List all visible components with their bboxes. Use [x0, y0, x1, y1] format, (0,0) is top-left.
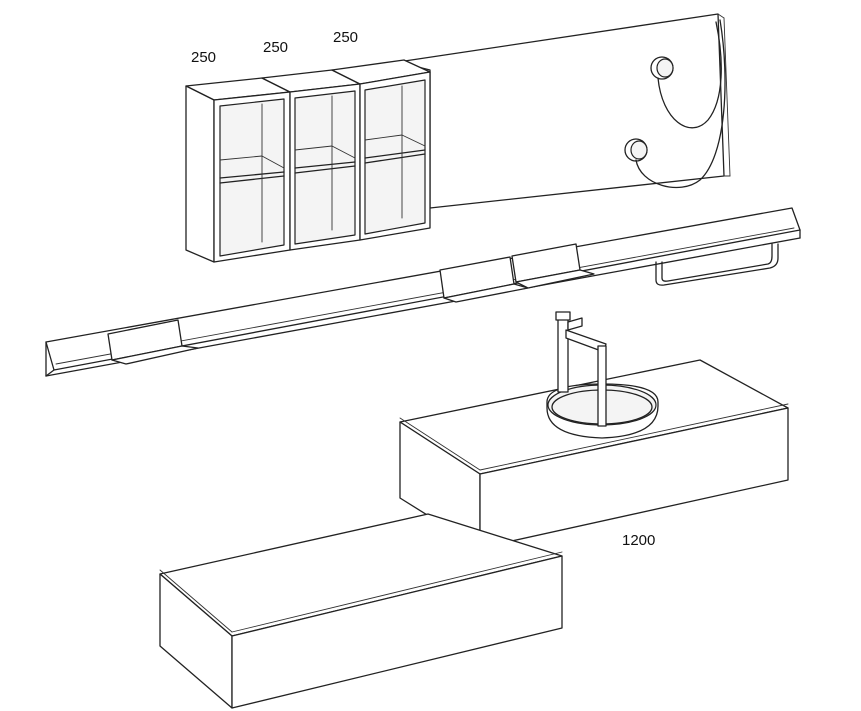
lower-drawer-unit: [159, 513, 563, 709]
wall-mixer: [624, 56, 674, 162]
open-shelf-unit-1: [185, 77, 291, 263]
dimension-label-shelf-1: 250: [191, 49, 216, 66]
open-shelf-units: [185, 59, 431, 263]
towel-bar: [655, 243, 779, 286]
back-panel: [397, 13, 731, 209]
wall-rail: [45, 207, 801, 377]
open-shelf-unit-2: [261, 69, 361, 251]
basin-faucet: [555, 311, 607, 427]
shower-hose: [635, 19, 726, 189]
dimension-label-shelf-2: 250: [263, 39, 288, 56]
dimension-label-shelf-3: 250: [333, 29, 358, 46]
dimension-label-vanity: 1200: [622, 532, 655, 549]
open-shelf-unit-3: [331, 59, 431, 241]
